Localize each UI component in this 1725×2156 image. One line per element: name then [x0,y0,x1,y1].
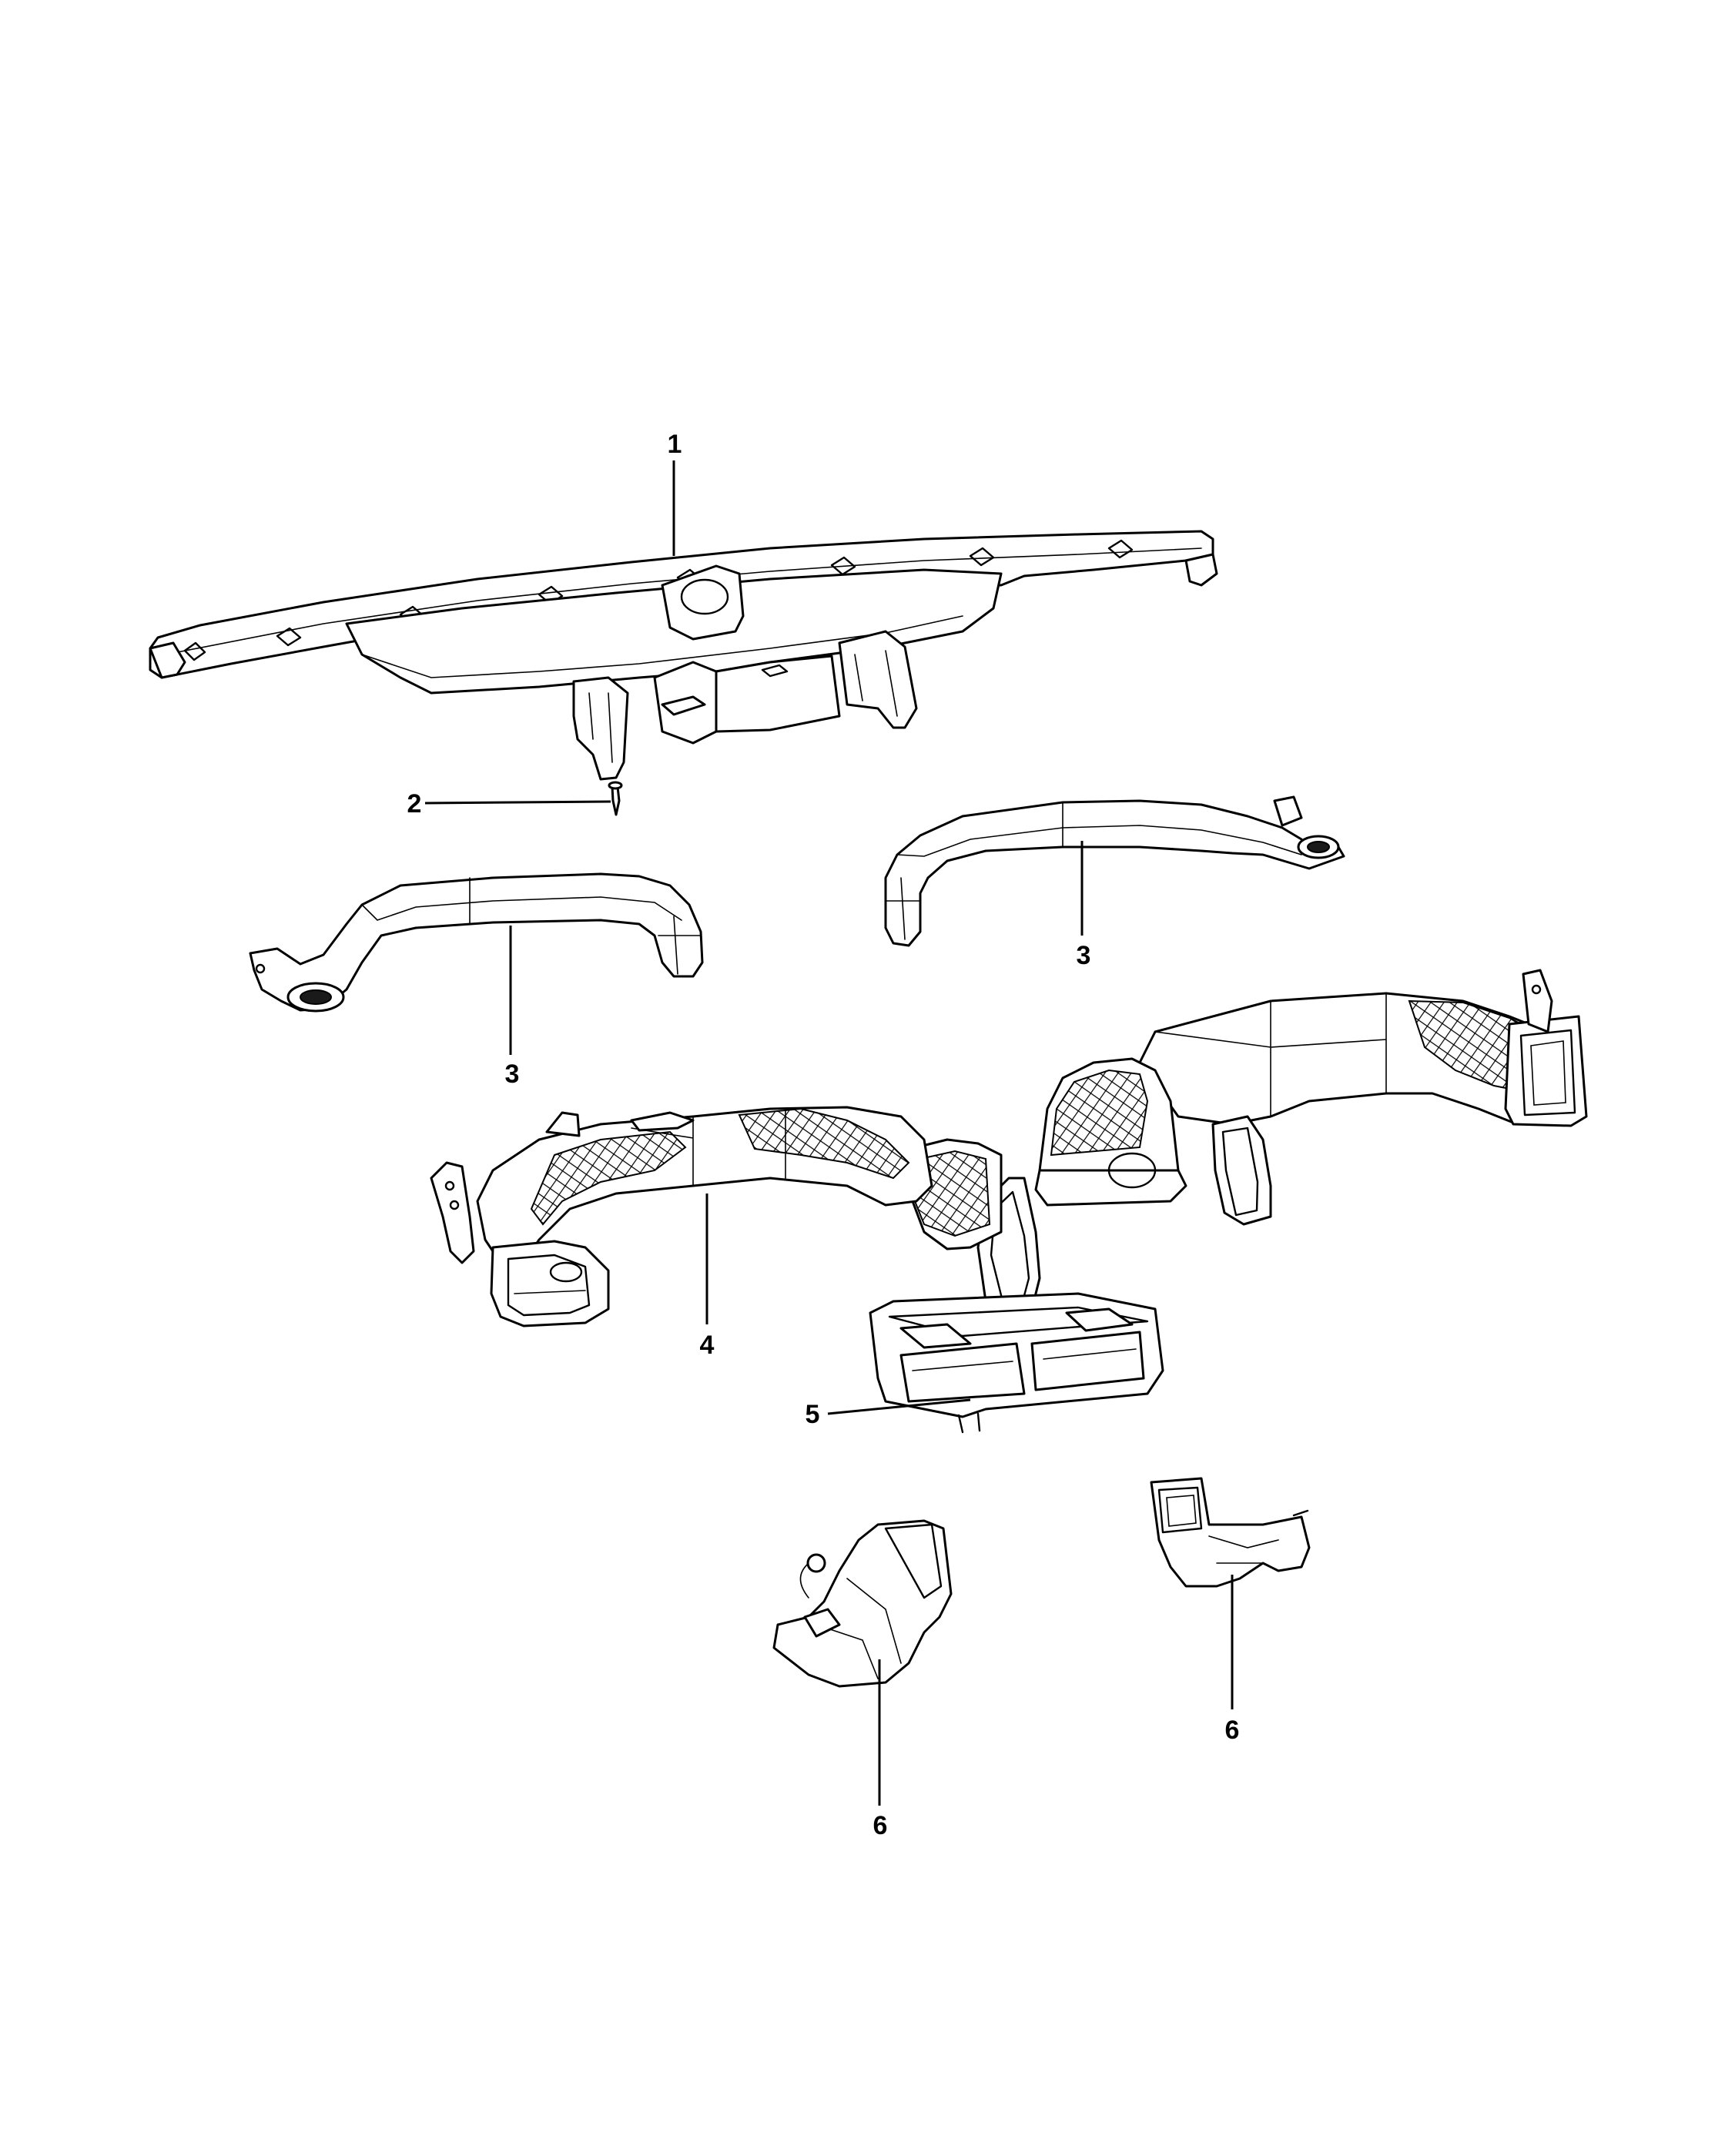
part-4-main-duct [430,969,1588,1327]
callout-5: 5 [806,1400,820,1429]
callout-3-left: 3 [505,1060,520,1089]
callout-1: 1 [668,430,682,459]
part-6-right-duct [1150,1477,1311,1588]
part-2-screw [608,781,623,816]
part-1-panel-duct [149,530,1218,781]
callout-3-right: 3 [1077,941,1091,970]
callout-labels: 1 2 3 3 4 5 6 6 [407,430,1240,1840]
callout-4: 4 [700,1331,715,1360]
callout-6-right: 6 [1225,1716,1240,1745]
part-3-right-duct [884,795,1345,947]
part-5-vent-frame [869,1292,1164,1434]
callout-2: 2 [407,789,422,819]
part-3-left-duct [249,872,704,1013]
leader-lines [424,460,1234,1806]
callout-6-left: 6 [873,1811,888,1840]
part-6-left-duct [772,1519,953,1688]
